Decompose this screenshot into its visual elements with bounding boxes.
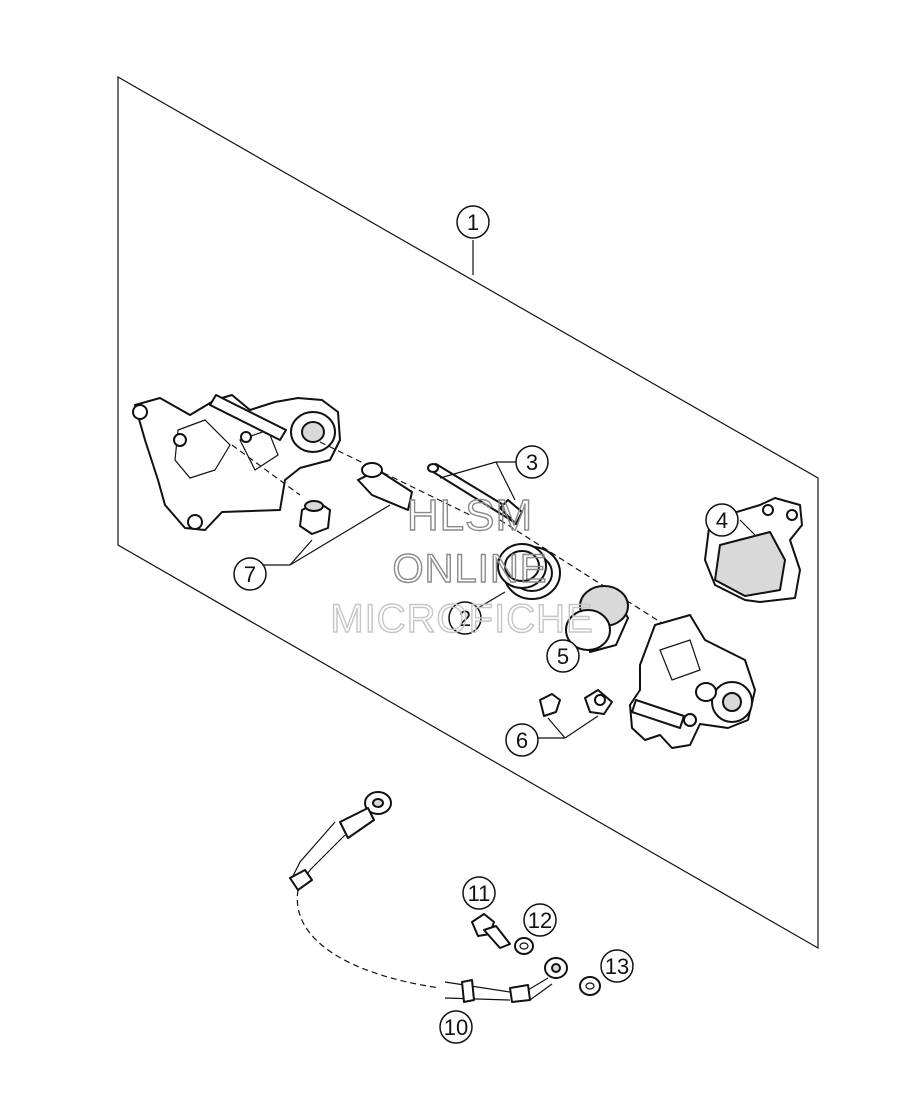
callout-10: 10 [439,1010,473,1044]
assembly-boundary [117,75,819,950]
caliper-support-bracket [132,394,341,531]
leader-3c [495,461,516,501]
piston-part [565,585,629,653]
banjo-bolt-part [471,913,511,949]
callout-1: 1 [456,205,490,239]
bleeder-screw-set-part [539,689,613,717]
callout-12: 12 [523,903,557,937]
svg-text:12: 12 [528,908,552,933]
svg-text:2: 2 [459,606,471,631]
watermark: HLSM ONLINE MICROFICHE [330,490,594,641]
svg-text:11: 11 [468,881,491,906]
assembly-line-b [231,444,301,496]
svg-text:6: 6 [516,728,528,753]
callout-11: 11 [462,876,496,910]
callout-13: 13 [600,949,634,983]
brake-hose-part [289,791,568,1003]
svg-text:7: 7 [244,562,256,587]
seal-ring-set-part [497,543,561,600]
watermark-line-1: HLSM [407,491,533,540]
svg-text:13: 13 [605,954,629,979]
leader-7b [289,539,313,566]
svg-text:10: 10 [444,1015,468,1040]
pin-set-part [427,463,523,525]
leader-6c [564,715,599,739]
assembly-line-c [499,519,666,626]
svg-text:5: 5 [557,644,569,669]
guide-pin-bolt-part [357,462,413,511]
assembly-line-a [319,441,471,516]
leader-2 [477,591,506,609]
watermark-line-2: ONLINE [393,547,548,591]
callout-2: 2 [448,601,482,635]
callout-7: 7 [233,557,267,591]
leader-4 [739,519,756,536]
washer-13-part [579,976,601,996]
svg-text:3: 3 [526,450,538,475]
callout-6: 6 [505,723,539,757]
svg-text:1: 1 [467,210,479,235]
callout-5: 5 [546,639,580,673]
leader-3b [439,461,497,479]
watermark-line-3: MICROFICHE [330,597,593,641]
svg-text:4: 4 [716,508,728,533]
guide-bush-part [299,500,331,535]
caliper-body-part [629,614,756,749]
washer-12-part [514,937,534,955]
leader-7c [289,504,391,566]
callout-3: 3 [515,445,549,479]
leader-6b [547,717,566,739]
callout-4: 4 [705,503,739,537]
